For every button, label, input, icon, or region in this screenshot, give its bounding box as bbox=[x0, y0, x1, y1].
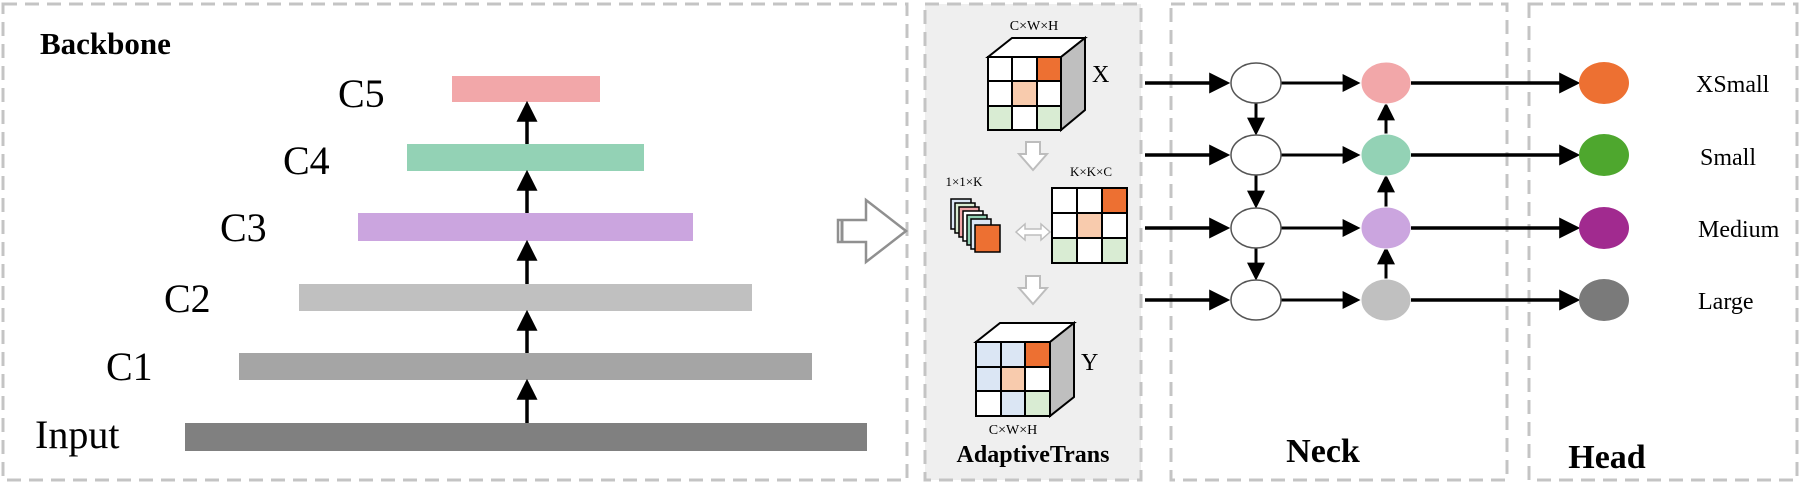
bar-c3 bbox=[358, 213, 693, 241]
down-arrow-2-icon bbox=[1016, 275, 1050, 306]
neck-node-r3 bbox=[1360, 206, 1412, 250]
neck-node-l2 bbox=[1230, 134, 1282, 176]
neck-left-nodes bbox=[1230, 62, 1282, 321]
kernel-dims-label: 1×1×K bbox=[945, 174, 983, 189]
label-input: Input bbox=[35, 412, 119, 457]
label-c2: C2 bbox=[164, 276, 211, 321]
backbone-title: Backbone bbox=[40, 26, 171, 61]
bar-c2 bbox=[299, 284, 752, 311]
bar-c1 bbox=[239, 353, 812, 380]
backbone-panel bbox=[1, 2, 909, 482]
kkc-matrix bbox=[1051, 187, 1128, 264]
backbone-bars bbox=[185, 76, 867, 451]
neck-lateral-arrows bbox=[1280, 74, 1361, 309]
label-large: Large bbox=[1698, 289, 1754, 315]
label-medium: Medium bbox=[1698, 217, 1780, 243]
double-arrow-icon bbox=[1014, 222, 1052, 242]
bar-c5 bbox=[452, 76, 600, 102]
head-arrows bbox=[1411, 72, 1581, 311]
neck-node-r2 bbox=[1360, 133, 1412, 177]
neck-node-l4 bbox=[1230, 279, 1282, 321]
neck-node-r1 bbox=[1360, 61, 1412, 105]
neck-node-l1 bbox=[1230, 62, 1282, 104]
bar-input bbox=[185, 423, 867, 451]
backbone-labels: Input C1 C2 C3 C4 C5 bbox=[35, 71, 385, 457]
label-c1: C1 bbox=[106, 344, 153, 389]
head-node-large bbox=[1579, 279, 1629, 321]
label-xsmall: XSmall bbox=[1696, 72, 1770, 98]
neck-node-r4 bbox=[1360, 278, 1412, 322]
x-cube bbox=[985, 35, 1088, 133]
neck-node-l3 bbox=[1230, 207, 1282, 249]
head-node-small bbox=[1579, 134, 1629, 176]
transfer-arrow-icon bbox=[836, 197, 909, 265]
y-dims-label: C×W×H bbox=[989, 423, 1037, 438]
down-arrow-1-icon bbox=[1016, 141, 1050, 172]
neck-input-arrows bbox=[1145, 72, 1231, 311]
y-cube bbox=[973, 320, 1077, 419]
head-panel bbox=[1527, 2, 1799, 482]
x-dims-label: C×W×H bbox=[1010, 19, 1058, 34]
label-c3: C3 bbox=[220, 205, 267, 250]
x-label: X bbox=[1092, 62, 1109, 88]
head-nodes bbox=[1579, 62, 1629, 321]
label-c5: C5 bbox=[338, 71, 385, 116]
head-title: Head bbox=[1568, 439, 1646, 476]
label-c4: C4 bbox=[283, 138, 330, 183]
label-small: Small bbox=[1700, 145, 1756, 171]
y-label: Y bbox=[1081, 350, 1098, 376]
bar-c4 bbox=[407, 144, 644, 171]
kernel-stack bbox=[950, 198, 1001, 253]
adaptive-title: AdaptiveTrans bbox=[957, 442, 1110, 468]
head-node-medium bbox=[1579, 207, 1629, 249]
neck-title: Neck bbox=[1286, 433, 1360, 470]
neck-panel bbox=[1169, 2, 1509, 482]
neck-right-nodes bbox=[1360, 61, 1412, 322]
head-node-xsmall bbox=[1579, 62, 1629, 104]
matrix-dims-label: K×K×C bbox=[1070, 164, 1112, 179]
head-labels: XSmall Small Medium Large bbox=[1696, 72, 1780, 315]
